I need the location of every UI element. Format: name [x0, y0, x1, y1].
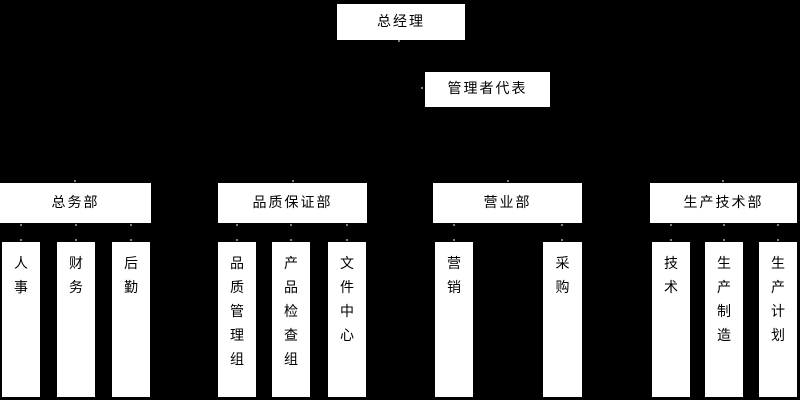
node-label: 采购	[555, 256, 570, 296]
node-technology[interactable]: 技术	[652, 242, 690, 397]
connector-tick	[777, 239, 779, 241]
connector-tick	[20, 239, 22, 241]
node-management-representative[interactable]: 管理者代表	[425, 72, 550, 107]
connector-tick	[453, 239, 455, 241]
node-label: 营销	[447, 256, 461, 296]
node-label: 产品检查组	[284, 256, 298, 368]
connector-tick	[130, 224, 132, 226]
node-purchasing[interactable]: 采购	[543, 242, 582, 397]
node-logistics[interactable]: 后勤	[112, 242, 150, 397]
node-general-manager[interactable]: 总经理	[337, 4, 465, 40]
node-label: 生产计划	[771, 256, 785, 344]
connector-tick	[290, 224, 292, 226]
connector-tick	[723, 224, 725, 226]
node-marketing[interactable]: 营销	[435, 242, 473, 397]
connector-tick	[507, 180, 509, 182]
node-hr[interactable]: 人事	[2, 242, 40, 397]
node-dept-general-affairs[interactable]: 总务部	[0, 183, 151, 223]
connector-tick	[236, 239, 238, 241]
node-product-inspection-group[interactable]: 产品检查组	[272, 242, 310, 397]
node-label: 技术	[664, 256, 678, 296]
node-label: 生产制造	[717, 256, 731, 344]
connector-tick	[561, 239, 563, 241]
node-dept-quality-assurance[interactable]: 品质保证部	[218, 183, 367, 223]
connector-tick	[130, 239, 132, 241]
connector-tick	[670, 239, 672, 241]
node-production-manufacturing[interactable]: 生产制造	[705, 242, 743, 397]
connector-tick	[561, 224, 563, 226]
connector-tick	[670, 224, 672, 226]
connector-tick	[346, 224, 348, 226]
connector-tick	[74, 180, 76, 182]
node-finance[interactable]: 财务	[57, 242, 95, 397]
node-label: 财务	[69, 256, 83, 296]
connector-tick	[346, 239, 348, 241]
node-document-center[interactable]: 文件中心	[328, 242, 366, 397]
node-quality-management-group[interactable]: 品质管理组	[218, 242, 256, 397]
node-label: 后勤	[124, 256, 138, 296]
connector-tick	[292, 180, 294, 182]
connector-tick	[290, 239, 292, 241]
node-production-planning[interactable]: 生产计划	[759, 242, 797, 397]
connector-tick	[75, 239, 77, 241]
connector-tick	[75, 224, 77, 226]
node-label: 品质管理组	[230, 256, 244, 368]
node-dept-sales[interactable]: 营业部	[433, 183, 582, 223]
node-label: 文件中心	[340, 256, 354, 344]
connector-tick	[777, 224, 779, 226]
connector-tick	[398, 40, 400, 42]
connector-tick	[20, 224, 22, 226]
connector-tick	[722, 180, 724, 182]
connector-tick	[453, 224, 455, 226]
connector-tick	[236, 224, 238, 226]
node-dept-production-technology[interactable]: 生产技术部	[650, 183, 797, 223]
connector-tick	[421, 87, 423, 89]
connector-tick	[723, 239, 725, 241]
node-label: 人事	[14, 256, 28, 296]
